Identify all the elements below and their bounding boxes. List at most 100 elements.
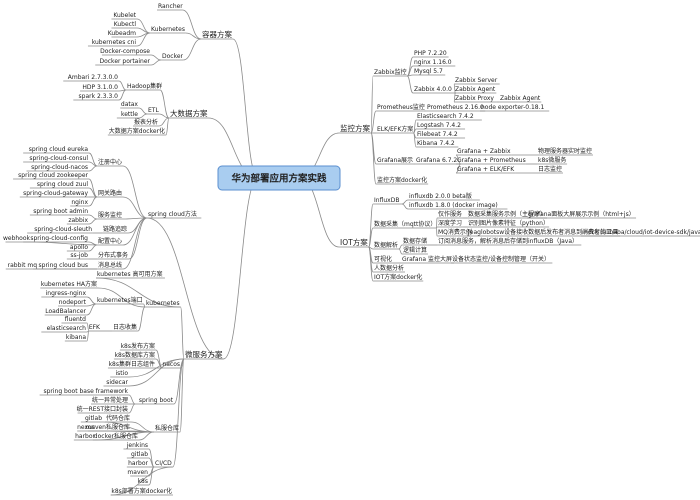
node-grafana-version[interactable]: Grafana 6.7.2 xyxy=(416,157,457,164)
node-jenkins[interactable]: jenkins xyxy=(126,442,148,449)
node-rabbitmq[interactable]: rabbit mq xyxy=(8,262,38,269)
node-data-collect[interactable]: 数据采集（mqtt协议） xyxy=(374,220,436,228)
node-maven-ci[interactable]: maven xyxy=(127,469,148,476)
node-k8s-port[interactable]: kubernetes端口 xyxy=(97,296,143,304)
node-collect-4[interactable]: 深度学习 xyxy=(438,219,462,227)
node-elasticsearch[interactable]: Elasticsearch 7.4.2 xyxy=(417,113,474,120)
node-spring-cloud[interactable]: spring cloud方法 xyxy=(148,210,197,218)
node-collect-5[interactable]: 识别图片像素特征（python） xyxy=(468,219,549,227)
node-boot-admin[interactable]: spring boot admin xyxy=(33,208,88,215)
node-kubernetes[interactable]: Kubernetes xyxy=(151,26,185,33)
node-k8s-log[interactable]: k8s集群日志组件 xyxy=(109,360,155,368)
node-etl[interactable]: ETL xyxy=(148,107,159,114)
node-grafana-display[interactable]: Grafana展示 xyxy=(377,157,413,164)
node-monitor-docker[interactable]: 监控方案docker化 xyxy=(377,176,427,184)
node-k8s-db[interactable]: k8s数据库方案 xyxy=(115,351,155,359)
node-zabbix-agent[interactable]: Zabbix Agent xyxy=(455,86,496,93)
node-branch-iot[interactable]: IOT方案 xyxy=(340,237,368,247)
node-kibana[interactable]: kibana xyxy=(66,334,86,341)
node-prometheus-version[interactable]: Prometheus 2.16.0 xyxy=(427,104,484,111)
node-hadoop[interactable]: Hadoop集群 xyxy=(127,82,162,90)
node-nacos[interactable]: nacos xyxy=(162,361,180,368)
node-collect-8[interactable]: mock (alibaba/cloud/iot-device-sdk/javas… xyxy=(582,229,700,236)
node-hdp[interactable]: HDP 3.1.0.0 xyxy=(82,84,118,91)
node-grafana-elk[interactable]: Grafana + ELK/EFK xyxy=(457,166,515,173)
node-grafana-screen[interactable]: Grafana 监控大屏 xyxy=(402,255,452,263)
node-docker-compose[interactable]: Docker-compose xyxy=(100,48,150,55)
node-k8s-plan[interactable]: kubernetes 高可用方案 xyxy=(97,270,163,278)
node-iot-docker[interactable]: IOT方案docker化 xyxy=(374,273,422,281)
node-grafana-zabbix-desc[interactable]: 物理服务器实时监控 xyxy=(538,147,592,155)
node-data-parse[interactable]: 数据解析 xyxy=(374,241,398,249)
node-zuul[interactable]: spring cloud zuul xyxy=(37,181,88,188)
node-apollo[interactable]: apollo xyxy=(70,244,88,251)
node-gitlab-ci[interactable]: gitlab xyxy=(131,451,148,458)
node-framework[interactable]: spring boot base framework xyxy=(43,388,128,395)
node-zabbix4[interactable]: Zabbix 4.0.0 xyxy=(414,86,452,93)
node-kettle[interactable]: kettle xyxy=(121,111,138,118)
node-webhook[interactable]: webhook xyxy=(3,235,31,242)
node-loadbalancer[interactable]: LoadBalancer xyxy=(45,308,86,315)
node-spring-boot[interactable]: spring boot xyxy=(139,397,174,404)
root-node[interactable] xyxy=(217,165,341,191)
node-data-store[interactable]: 数据存储 xyxy=(403,237,427,245)
node-grafana-zabbix[interactable]: Grafana + Zabbix xyxy=(457,148,511,155)
node-collect-1[interactable]: 仅作服务 xyxy=(438,210,462,218)
node-k8s-ci[interactable]: k8s xyxy=(138,478,148,485)
node-mysql[interactable]: Mysql 5.7 xyxy=(414,68,443,75)
node-harbor[interactable]: harbor xyxy=(75,433,95,440)
node-sidecar[interactable]: sidecar xyxy=(106,379,128,386)
node-grafana-prometheus[interactable]: Grafana + Prometheus xyxy=(457,157,526,164)
node-branch-microservice[interactable]: 微服务方案 xyxy=(185,349,223,359)
node-log-collect[interactable]: 日志收集 xyxy=(113,323,137,331)
node-grafana-prometheus-desc[interactable]: k8s微服务 xyxy=(538,156,566,164)
node-prometheus-monitor[interactable]: Prometheus监控 xyxy=(377,103,425,111)
node-php[interactable]: PHP 7.2.20 xyxy=(414,50,447,57)
node-kubernetes-cni[interactable]: kubernetes cni xyxy=(92,39,137,46)
node-tracing[interactable]: 链路追踪 xyxy=(103,225,127,233)
node-maven-repo[interactable]: maven私服仓库 xyxy=(85,423,130,431)
node-scgateway[interactable]: spring-cloud-gateway xyxy=(23,190,88,197)
node-unified-exception[interactable]: 统一异常处理 xyxy=(92,396,128,404)
node-node-exporter[interactable]: node exporter-0.18.1 xyxy=(481,104,545,111)
node-spark[interactable]: spark 2.3.3.0 xyxy=(79,93,119,100)
node-docker-portainer[interactable]: Docker portainer xyxy=(99,58,150,65)
node-scconfig[interactable]: spring-cloud-config xyxy=(30,235,88,242)
node-config-center[interactable]: 配置中心 xyxy=(98,237,122,245)
node-scbus[interactable]: spring cloud bus xyxy=(39,262,88,269)
node-device-status[interactable]: 设备状态监控/设备控制管理（开关） xyxy=(452,255,550,263)
node-collect-2[interactable]: 数据采集服务示例（主程序） xyxy=(468,210,546,218)
node-cicd-docker[interactable]: k8s部署方案docker化 xyxy=(111,487,172,495)
node-elk[interactable]: ELK/EFK方案 xyxy=(377,125,413,133)
node-logic-calc[interactable]: 逻辑计算 xyxy=(403,246,427,254)
node-influxdb[interactable]: InfluxDB xyxy=(374,197,399,204)
node-kubelet[interactable]: Kubelet xyxy=(113,12,136,19)
node-elasticsearch[interactable]: elasticsearch xyxy=(47,325,87,332)
node-zabbix-server[interactable]: Zabbix Server xyxy=(455,77,498,84)
node-zabbix-proxy[interactable]: Zabbix Proxy xyxy=(455,95,494,102)
node-k8s-deploy[interactable]: k8s发布方案 xyxy=(121,342,155,350)
node-bigdata-docker[interactable]: 大数据方案docker化 xyxy=(109,127,165,135)
node-datax[interactable]: datax xyxy=(121,101,139,108)
node-distributed-tx[interactable]: 分布式事务 xyxy=(98,251,128,259)
node-kubectl[interactable]: Kubectl xyxy=(114,21,137,28)
node-zookeeper[interactable]: spring cloud zookeeper xyxy=(18,172,88,179)
node-influxdb-1-8[interactable]: influxdb 1.8.0 (docker image) xyxy=(409,202,498,209)
node-collect-3[interactable]: grafana面板大屏展示示例（html+js） xyxy=(528,210,635,218)
node-nodeport[interactable]: nodeport xyxy=(59,299,87,306)
node-k8s-ha[interactable]: kubernetes HA方案 xyxy=(41,280,97,288)
node-istio[interactable]: istio xyxy=(116,370,129,377)
node-fluentd[interactable]: fluentd xyxy=(65,316,86,323)
node-rest-wrap[interactable]: 统一REST接口封装 xyxy=(77,405,128,413)
node-sleuth[interactable]: spring-cloud-sleuth xyxy=(34,226,92,233)
node-gateway[interactable]: 网关路由 xyxy=(98,189,122,197)
node-filebeat[interactable]: Filebeat 7.4.2 xyxy=(417,131,458,138)
node-seata[interactable]: ss-job xyxy=(70,252,88,259)
node-consul[interactable]: spring-cloud-consul xyxy=(29,155,88,162)
node-nginx[interactable]: nginx 1.16.0 xyxy=(414,59,452,66)
node-service-monitor[interactable]: 服务监控 xyxy=(98,211,122,219)
node-message-bus[interactable]: 消息总线 xyxy=(98,261,122,269)
node-kibana[interactable]: Kibana 7.4.2 xyxy=(417,140,455,147)
node-registry[interactable]: 注册中心 xyxy=(98,158,122,166)
node-ambari[interactable]: Ambari 2.7.3.0.0 xyxy=(68,74,118,81)
